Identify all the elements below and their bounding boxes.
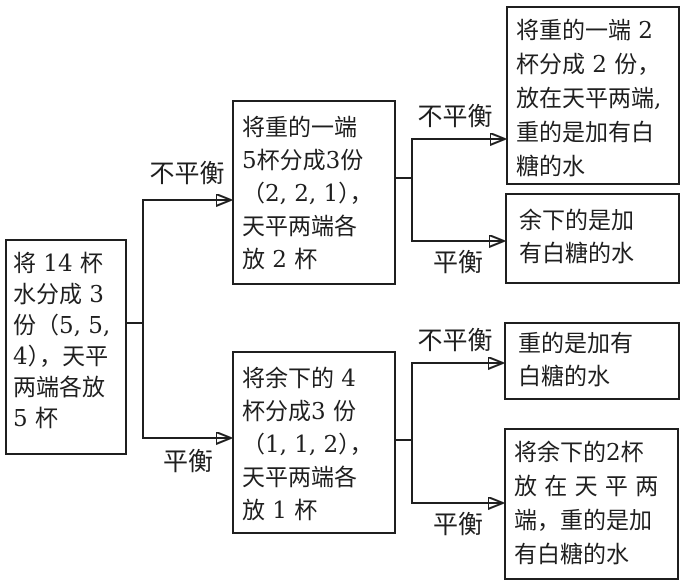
node-remaining-is-sugar-water: 余下的是加 有白糖的水 bbox=[505, 193, 680, 284]
edge-label-unbalanced-3: 不平衡 bbox=[417, 326, 493, 355]
node-heavy-side-2-cups: 将重的一端 2 杯分成 2 份， 放在天平两端, 重的是加有白 糖的水 bbox=[506, 6, 680, 185]
edge-label-balanced-1: 平衡 bbox=[162, 447, 214, 476]
edge-label-unbalanced-1: 不平衡 bbox=[149, 159, 225, 188]
connector-remaining-four-branch bbox=[396, 362, 413, 504]
node-split-14-cups: 将 14 杯 水分成 3 份（5, 5, 4），天平 两端各放 5 杯 bbox=[5, 239, 127, 455]
connector-heavy-five-branch bbox=[396, 138, 413, 242]
node-remaining-4-cups: 将余下的 4 杯分成3 份 （1, 1, 2）， 天平两端各 放 1 杯 bbox=[232, 351, 396, 534]
node-heavy-side-5-cups: 将重的一端 5杯分成3份 （2, 2, 1）， 天平两端各 放 2 杯 bbox=[232, 100, 396, 285]
edge-label-unbalanced-2: 不平衡 bbox=[417, 102, 493, 131]
edge-label-balanced-3: 平衡 bbox=[432, 510, 484, 539]
node-heavy-is-sugar-water: 重的是加有 白糖的水 bbox=[504, 322, 680, 400]
edge-label-balanced-2: 平衡 bbox=[432, 248, 484, 277]
node-remaining-2-cups: 将余下的2杯 放 在 天 平 两 端，重的是加 有白糖的水 bbox=[504, 428, 679, 580]
connector-root-branch bbox=[127, 199, 144, 439]
